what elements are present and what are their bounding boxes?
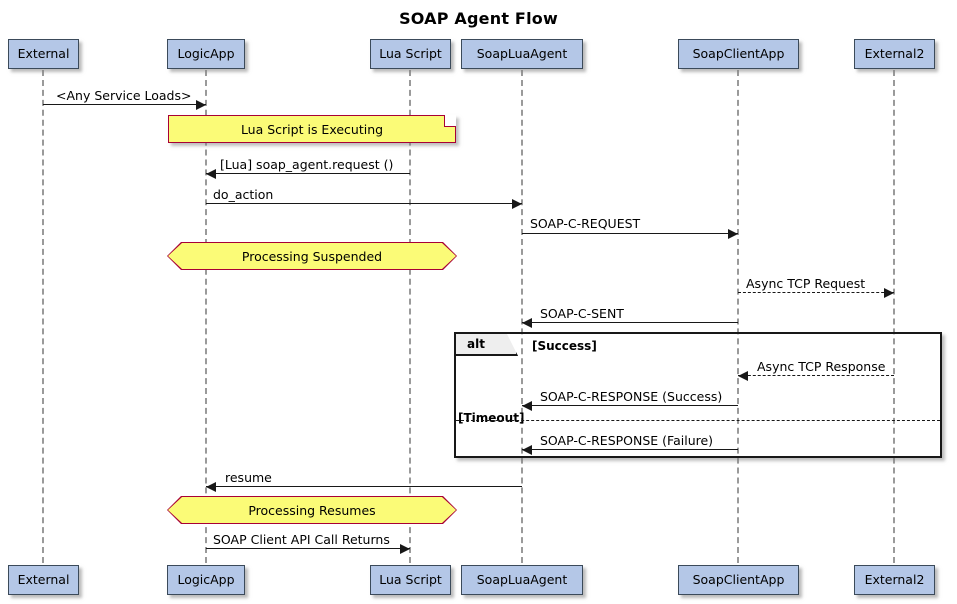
participant-top-external[interactable]: External: [8, 39, 79, 69]
participant-top-logicapp[interactable]: LogicApp: [167, 39, 245, 69]
alt-fragment-box: [454, 332, 942, 458]
lifeline-soapclientapp: [737, 70, 739, 563]
message-arrowhead-any-service-loads: [196, 100, 206, 110]
message-line-soap-c-resp-success: [522, 405, 738, 406]
participant-top-external2[interactable]: External2: [854, 39, 935, 69]
participant-label: External2: [864, 572, 925, 587]
hexnote-text: Processing Suspended: [241, 248, 383, 264]
message-label-soap-c-sent: SOAP-C-SENT: [540, 306, 624, 321]
lifeline-external2: [893, 70, 895, 563]
message-label-any-service-loads: <Any Service Loads>: [56, 88, 192, 103]
guard-timeout: [Timeout]: [458, 411, 525, 425]
participant-bottom-external2[interactable]: External2: [854, 565, 935, 595]
message-arrowhead-resume: [206, 482, 216, 492]
page-title: SOAP Agent Flow: [399, 9, 558, 28]
message-arrowhead-async-tcp-response: [738, 371, 748, 381]
participant-top-soapclientapp[interactable]: SoapClientApp: [678, 39, 799, 69]
note-lua-executing: Lua Script is Executing: [168, 115, 456, 143]
lifeline-luascript: [409, 70, 411, 563]
message-arrowhead-do-action: [512, 199, 522, 209]
participant-label: SoapLuaAgent: [476, 46, 568, 61]
message-line-lua-request: [206, 173, 410, 174]
participant-label: External: [17, 572, 70, 587]
message-label-lua-request: [Lua] soap_agent.request (): [220, 157, 394, 172]
message-arrowhead-soap-c-resp-failure: [522, 445, 532, 455]
message-line-do-action: [206, 203, 522, 204]
message-line-async-tcp-response: [738, 375, 894, 376]
participant-top-soapluaagent[interactable]: SoapLuaAgent: [461, 39, 583, 69]
message-line-soap-c-resp-failure: [522, 449, 738, 450]
participant-bottom-external[interactable]: External: [8, 565, 79, 595]
hexnote-processing-suspended: Processing Suspended: [168, 243, 456, 269]
participant-label: LogicApp: [177, 46, 235, 61]
message-label-do-action: do_action: [213, 187, 274, 202]
message-arrowhead-soap-c-sent: [522, 318, 532, 328]
message-line-soap-c-sent: [522, 322, 738, 323]
message-label-async-tcp-response: Async TCP Response: [757, 359, 886, 374]
message-arrowhead-soap-client-returns: [400, 544, 410, 554]
message-label-soap-c-request: SOAP-C-REQUEST: [530, 216, 641, 231]
participant-label: SoapClientApp: [692, 572, 785, 587]
participant-label: LogicApp: [177, 572, 235, 587]
participant-label: External: [17, 46, 70, 61]
message-label-soap-c-resp-failure: SOAP-C-RESPONSE (Failure): [540, 433, 714, 448]
lifeline-external: [42, 70, 44, 563]
participant-top-luascript[interactable]: Lua Script: [370, 39, 451, 69]
participant-bottom-soapluaagent[interactable]: SoapLuaAgent: [461, 565, 583, 595]
message-label-resume: resume: [225, 470, 272, 485]
participant-bottom-luascript[interactable]: Lua Script: [370, 565, 451, 595]
message-label-soap-c-resp-success: SOAP-C-RESPONSE (Success): [540, 389, 723, 404]
hexnote-processing-resumes: Processing Resumes: [168, 497, 456, 523]
alt-fragment-divider: [456, 420, 940, 421]
participant-bottom-logicapp[interactable]: LogicApp: [167, 565, 245, 595]
participant-label: SoapLuaAgent: [476, 572, 568, 587]
participant-label: SoapClientApp: [692, 46, 785, 61]
message-arrowhead-lua-request: [206, 169, 216, 179]
note-text: Lua Script is Executing: [240, 121, 384, 137]
message-line-soap-client-returns: [206, 548, 410, 549]
message-arrowhead-async-tcp-request: [884, 288, 894, 298]
participant-label: Lua Script: [379, 572, 442, 587]
message-label-soap-client-returns: SOAP Client API Call Returns: [213, 532, 390, 547]
note-fold-corner-icon: [444, 115, 456, 127]
guard-success: [Success]: [532, 339, 597, 353]
participant-bottom-soapclientapp[interactable]: SoapClientApp: [678, 565, 799, 595]
message-line-any-service-loads: [43, 104, 206, 105]
participant-label: External2: [864, 46, 925, 61]
lifeline-soapluaagent: [521, 70, 523, 563]
lifeline-logicapp: [205, 70, 207, 563]
message-label-async-tcp-request: Async TCP Request: [746, 276, 866, 291]
message-line-async-tcp-request: [738, 292, 894, 293]
message-line-soap-c-request: [522, 233, 738, 234]
message-line-resume: [206, 486, 522, 487]
message-arrowhead-soap-c-request: [728, 229, 738, 239]
message-arrowhead-soap-c-resp-success: [522, 401, 532, 411]
hexnote-text: Processing Resumes: [248, 502, 376, 518]
participant-label: Lua Script: [379, 46, 442, 61]
